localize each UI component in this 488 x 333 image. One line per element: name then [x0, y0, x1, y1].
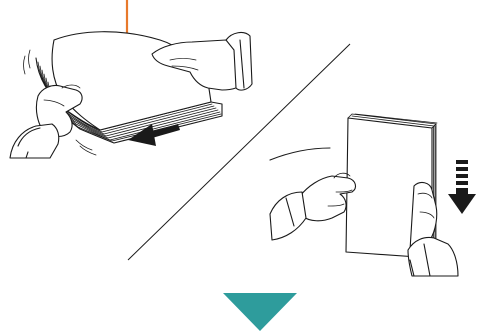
arrow-left-icon — [128, 124, 180, 146]
triangle-down-icon — [223, 293, 297, 331]
fanning-paper-illustration — [10, 0, 252, 158]
left-arm-outline — [270, 148, 330, 160]
tapping-paper-illustration — [270, 114, 476, 276]
striped-arrow-down-icon — [448, 160, 476, 214]
left-hand-tapping — [270, 173, 355, 240]
left-hand-fanning — [10, 85, 82, 158]
